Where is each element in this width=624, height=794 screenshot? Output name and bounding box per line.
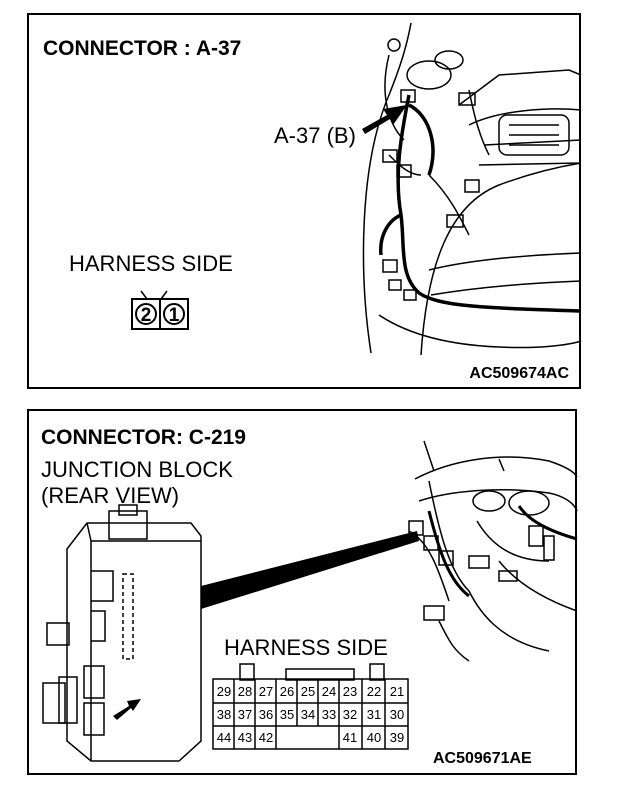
pin-label: 40 [367,730,381,745]
pin-label: 2 [141,305,152,326]
connector-callout-label: A-37 (B) [274,123,356,148]
connector-c219-face [212,663,409,750]
pin-label: 27 [259,684,273,699]
pin-label: 21 [390,684,404,699]
pin-label: 44 [217,730,231,745]
pin-label: 36 [259,707,273,722]
connector-title: CONNECTOR : A-37 [43,37,242,60]
connector-c219-panel: 29 28 27 26 25 24 23 22 21 38 37 36 35 3… [27,409,578,775]
callout-arrow [362,105,407,134]
connector-a37-panel: 2 1 CONNECTOR : A-37 A-37 (B) HARNESS SI… [27,13,582,389]
pin-label: 34 [301,707,315,722]
pin-label: 35 [280,707,294,722]
pin-label: 42 [259,730,273,745]
engine-bay-illustration: 2 1 [131,22,582,356]
pin-label: 28 [238,684,252,699]
pin-label: 37 [238,707,252,722]
pin-label: 24 [322,684,336,699]
harness-side-label: HARNESS SIDE [69,251,233,276]
pin-label: 26 [280,684,294,699]
figure-code: AC509671AE [433,750,532,767]
junction-block-illustration: 29 28 27 26 25 24 23 22 21 38 37 36 35 3… [42,440,578,762]
pin-label: 43 [238,730,252,745]
pin-label: 39 [390,730,404,745]
harness-side-label: HARNESS SIDE [224,635,388,660]
pin-label: 1 [169,305,180,326]
pin-label: 25 [301,684,315,699]
pin-label: 29 [217,684,231,699]
pin-label: 30 [390,707,404,722]
pin-label: 38 [217,707,231,722]
junction-block-label: JUNCTION BLOCK [41,457,233,482]
pointer-wedge [201,531,419,609]
pin-label: 32 [343,707,357,722]
connector-title: CONNECTOR: C-219 [41,426,246,449]
connector-a37-face [131,290,189,330]
pin-label: 22 [367,684,381,699]
figure-code: AC509674AC [469,365,569,382]
pin-label: 31 [367,707,381,722]
rear-view-label: (REAR VIEW) [41,483,180,508]
pin-label: 23 [343,684,357,699]
pin-label: 33 [322,707,336,722]
pin-label: 41 [343,730,357,745]
